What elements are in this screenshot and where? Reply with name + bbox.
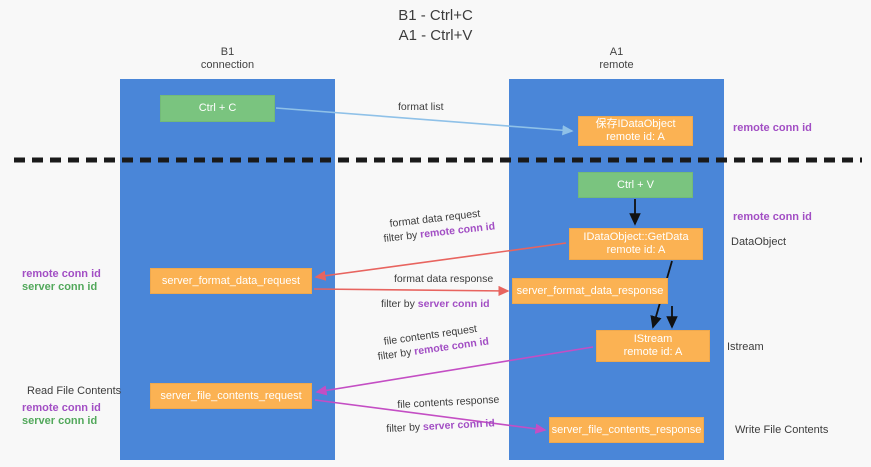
node-server-format-data-request-label: server_format_data_request [161, 274, 301, 287]
title-line-1: B1 - Ctrl+C [398, 7, 473, 24]
node-save-idataobject-label: 保存IDataObject [595, 118, 676, 130]
left-label-read-file-contents: Read File Contents [27, 385, 122, 397]
lane-header-b1-role: connection [200, 59, 255, 71]
lane-header-a1: A1 remote [509, 46, 724, 72]
node-server-format-data-response[interactable]: server_format_data_response [512, 278, 668, 304]
flow-label-filter-server-1: filter by server conn id [381, 298, 490, 311]
flow-label-filter-server-1-prefix: filter by [381, 298, 418, 310]
side-label-write-file-contents: Write File Contents [735, 424, 829, 436]
left-label-server-conn-id-1: server conn id [22, 281, 98, 293]
flow-label-filter-remote-2-prefix: filter by [377, 345, 416, 363]
flow-label-format-data-response: format data response [394, 273, 493, 286]
node-idataobject-getdata-label: IDataObject::GetData [583, 231, 689, 243]
side-label-dataobject: DataObject [731, 236, 787, 248]
flow-label-filter-server-2-key: server conn id [422, 417, 496, 434]
node-ctrl-c[interactable]: Ctrl + C [160, 95, 275, 122]
flow-label-format-list-text: format list [398, 101, 444, 113]
side-label-remote-conn-id-top: remote conn id [733, 122, 812, 134]
title-line-2: A1 - Ctrl+V [398, 27, 473, 44]
arrow-format-data-response [313, 285, 510, 297]
flow-label-file-contents-response-text: file contents response [397, 393, 500, 411]
node-istream-label: IStream [633, 333, 673, 345]
node-server-file-contents-response-label: server_file_contents_response [551, 423, 702, 436]
node-save-idataobject[interactable]: 保存IDataObject remote id: A [578, 116, 693, 146]
node-server-format-data-request[interactable]: server_format_data_request [150, 268, 312, 294]
flow-label-filter-server-2-prefix: filter by [386, 421, 424, 435]
left-label-server-conn-id-2: server conn id [22, 415, 98, 427]
flow-label-file-contents-response: file contents response [397, 394, 500, 412]
lane-header-a1-role: remote [599, 59, 634, 71]
lane-header-b1-name: B1 [220, 46, 235, 58]
flow-label-filter-server-1-key: server conn id [417, 298, 490, 310]
node-istream[interactable]: IStream remote id: A [596, 330, 710, 362]
side-label-remote-conn-id-mid: remote conn id [733, 211, 812, 223]
node-ctrl-v[interactable]: Ctrl + V [578, 172, 693, 198]
node-server-format-data-response-label: server_format_data_response [516, 284, 664, 297]
side-label-istream: Istream [727, 341, 764, 353]
left-label-remote-conn-id-1: remote conn id [22, 268, 101, 280]
left-label-remote-conn-id-2: remote conn id [22, 402, 101, 414]
node-idataobject-getdata[interactable]: IDataObject::GetData remote id: A [569, 228, 703, 260]
flow-label-format-list: format list [398, 101, 444, 114]
flow-label-format-data-response-text: format data response [394, 273, 494, 285]
node-server-file-contents-response[interactable]: server_file_contents_response [549, 417, 704, 443]
lane-header-a1-name: A1 [609, 46, 624, 58]
node-idataobject-getdata-sub: remote id: A [606, 244, 666, 256]
node-save-idataobject-sub: remote id: A [606, 131, 665, 143]
flow-label-filter-server-2: filter by server conn id [386, 417, 495, 436]
flow-label-filter-remote-1-prefix: filter by [383, 228, 421, 245]
lane-header-b1: B1 connection [120, 46, 335, 72]
node-server-file-contents-request[interactable]: server_file_contents_request [150, 383, 312, 409]
node-istream-sub: remote id: A [623, 346, 683, 358]
node-ctrl-c-label: Ctrl + C [198, 102, 237, 114]
node-server-file-contents-request-label: server_file_contents_request [160, 389, 302, 402]
node-ctrl-v-label: Ctrl + V [617, 178, 654, 191]
page-title: B1 - Ctrl+C A1 - Ctrl+V [0, 6, 871, 46]
